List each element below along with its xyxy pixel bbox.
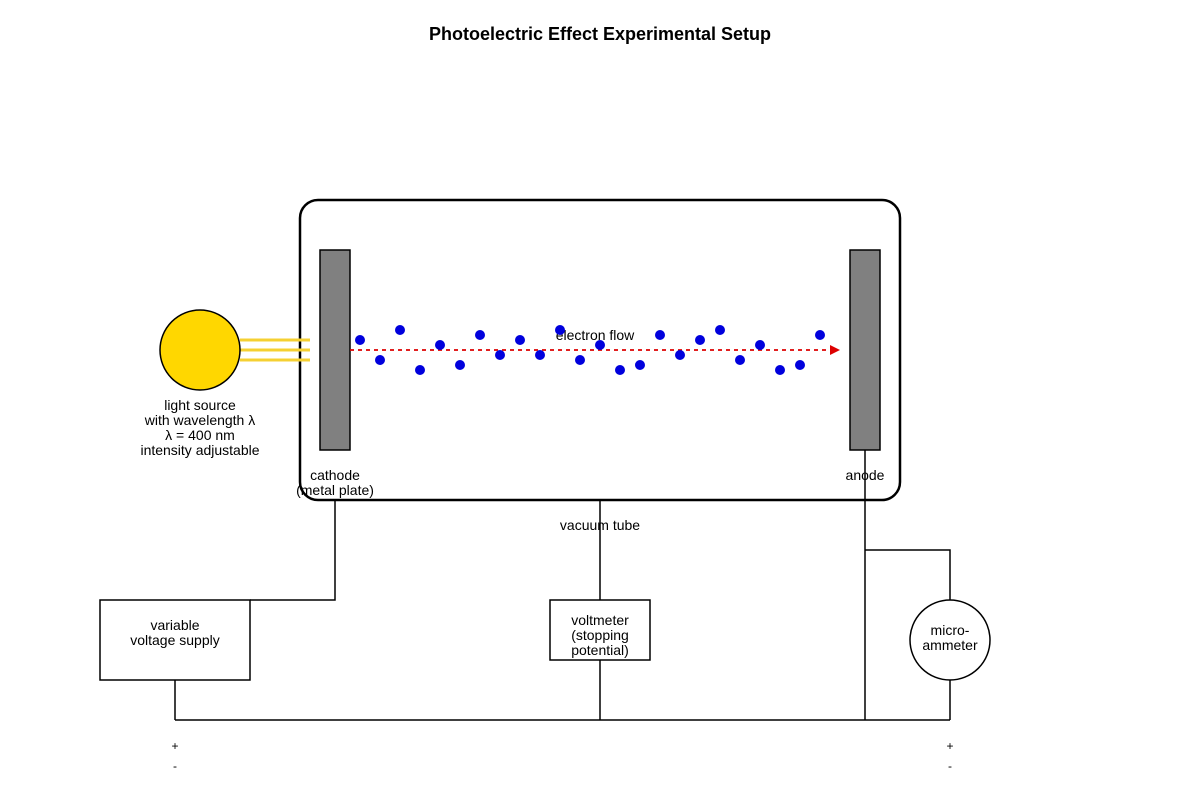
cathode-sublabel: (metal plate) xyxy=(296,482,374,498)
light-source-label: light source xyxy=(164,397,236,413)
electron-dot xyxy=(495,350,505,360)
electron-dot xyxy=(395,325,405,335)
right-plus-terminal: + xyxy=(946,739,953,753)
electron-dot xyxy=(615,365,625,375)
electrons-group xyxy=(355,325,825,375)
electron-dot xyxy=(435,340,445,350)
electron-dot xyxy=(355,335,365,345)
cathode-plate xyxy=(319,249,351,451)
voltage-supply-sublabel: voltage supply xyxy=(130,632,220,648)
electron-dot xyxy=(455,360,465,370)
electron-dot xyxy=(515,335,525,345)
electron-dot xyxy=(475,330,485,340)
light-source-icon xyxy=(159,309,241,391)
electron-dot xyxy=(415,365,425,375)
voltmeter-box xyxy=(549,599,651,661)
electron-dot xyxy=(575,355,585,365)
electron-dot xyxy=(555,325,565,335)
electron-dot xyxy=(655,330,665,340)
diagram-title: Photoelectric Effect Experimental Setup xyxy=(429,24,771,44)
light-source-wavelength: with wavelength λ xyxy=(144,412,256,428)
electron-flow-arrowhead xyxy=(830,345,840,355)
light-source-lambda: λ = 400 nm xyxy=(165,427,235,443)
electron-flow-label: electron flow xyxy=(556,327,635,343)
ammeter-label: micro- xyxy=(931,622,970,638)
light-source-intensity: intensity adjustable xyxy=(140,442,259,458)
electron-dot xyxy=(675,350,685,360)
wire-anode-to-ammeter xyxy=(865,549,951,600)
voltage-supply-box xyxy=(99,599,251,681)
electron-dot xyxy=(375,355,385,365)
right-minus-terminal: - xyxy=(948,759,952,773)
electron-dot xyxy=(735,355,745,365)
voltmeter-label: voltmeter xyxy=(571,612,629,628)
wire-cathode-to-supply xyxy=(250,500,336,601)
voltmeter-sublabel-2: potential) xyxy=(571,642,629,658)
anode-plate xyxy=(849,249,881,451)
electron-dot xyxy=(815,330,825,340)
left-minus-terminal: - xyxy=(173,759,177,773)
electron-dot xyxy=(775,365,785,375)
electron-dot xyxy=(795,360,805,370)
ammeter-sublabel: ammeter xyxy=(922,637,978,653)
electron-dot xyxy=(535,350,545,360)
ammeter-circle xyxy=(909,599,991,681)
voltmeter-sublabel-1: (stopping xyxy=(571,627,629,643)
left-plus-terminal: + xyxy=(171,739,178,753)
electron-dot xyxy=(595,340,605,350)
electron-dot xyxy=(755,340,765,350)
electron-dot xyxy=(695,335,705,345)
cathode-label: cathode xyxy=(310,467,360,483)
electron-dot xyxy=(635,360,645,370)
voltage-supply-label: variable xyxy=(150,617,199,633)
electron-dot xyxy=(715,325,725,335)
